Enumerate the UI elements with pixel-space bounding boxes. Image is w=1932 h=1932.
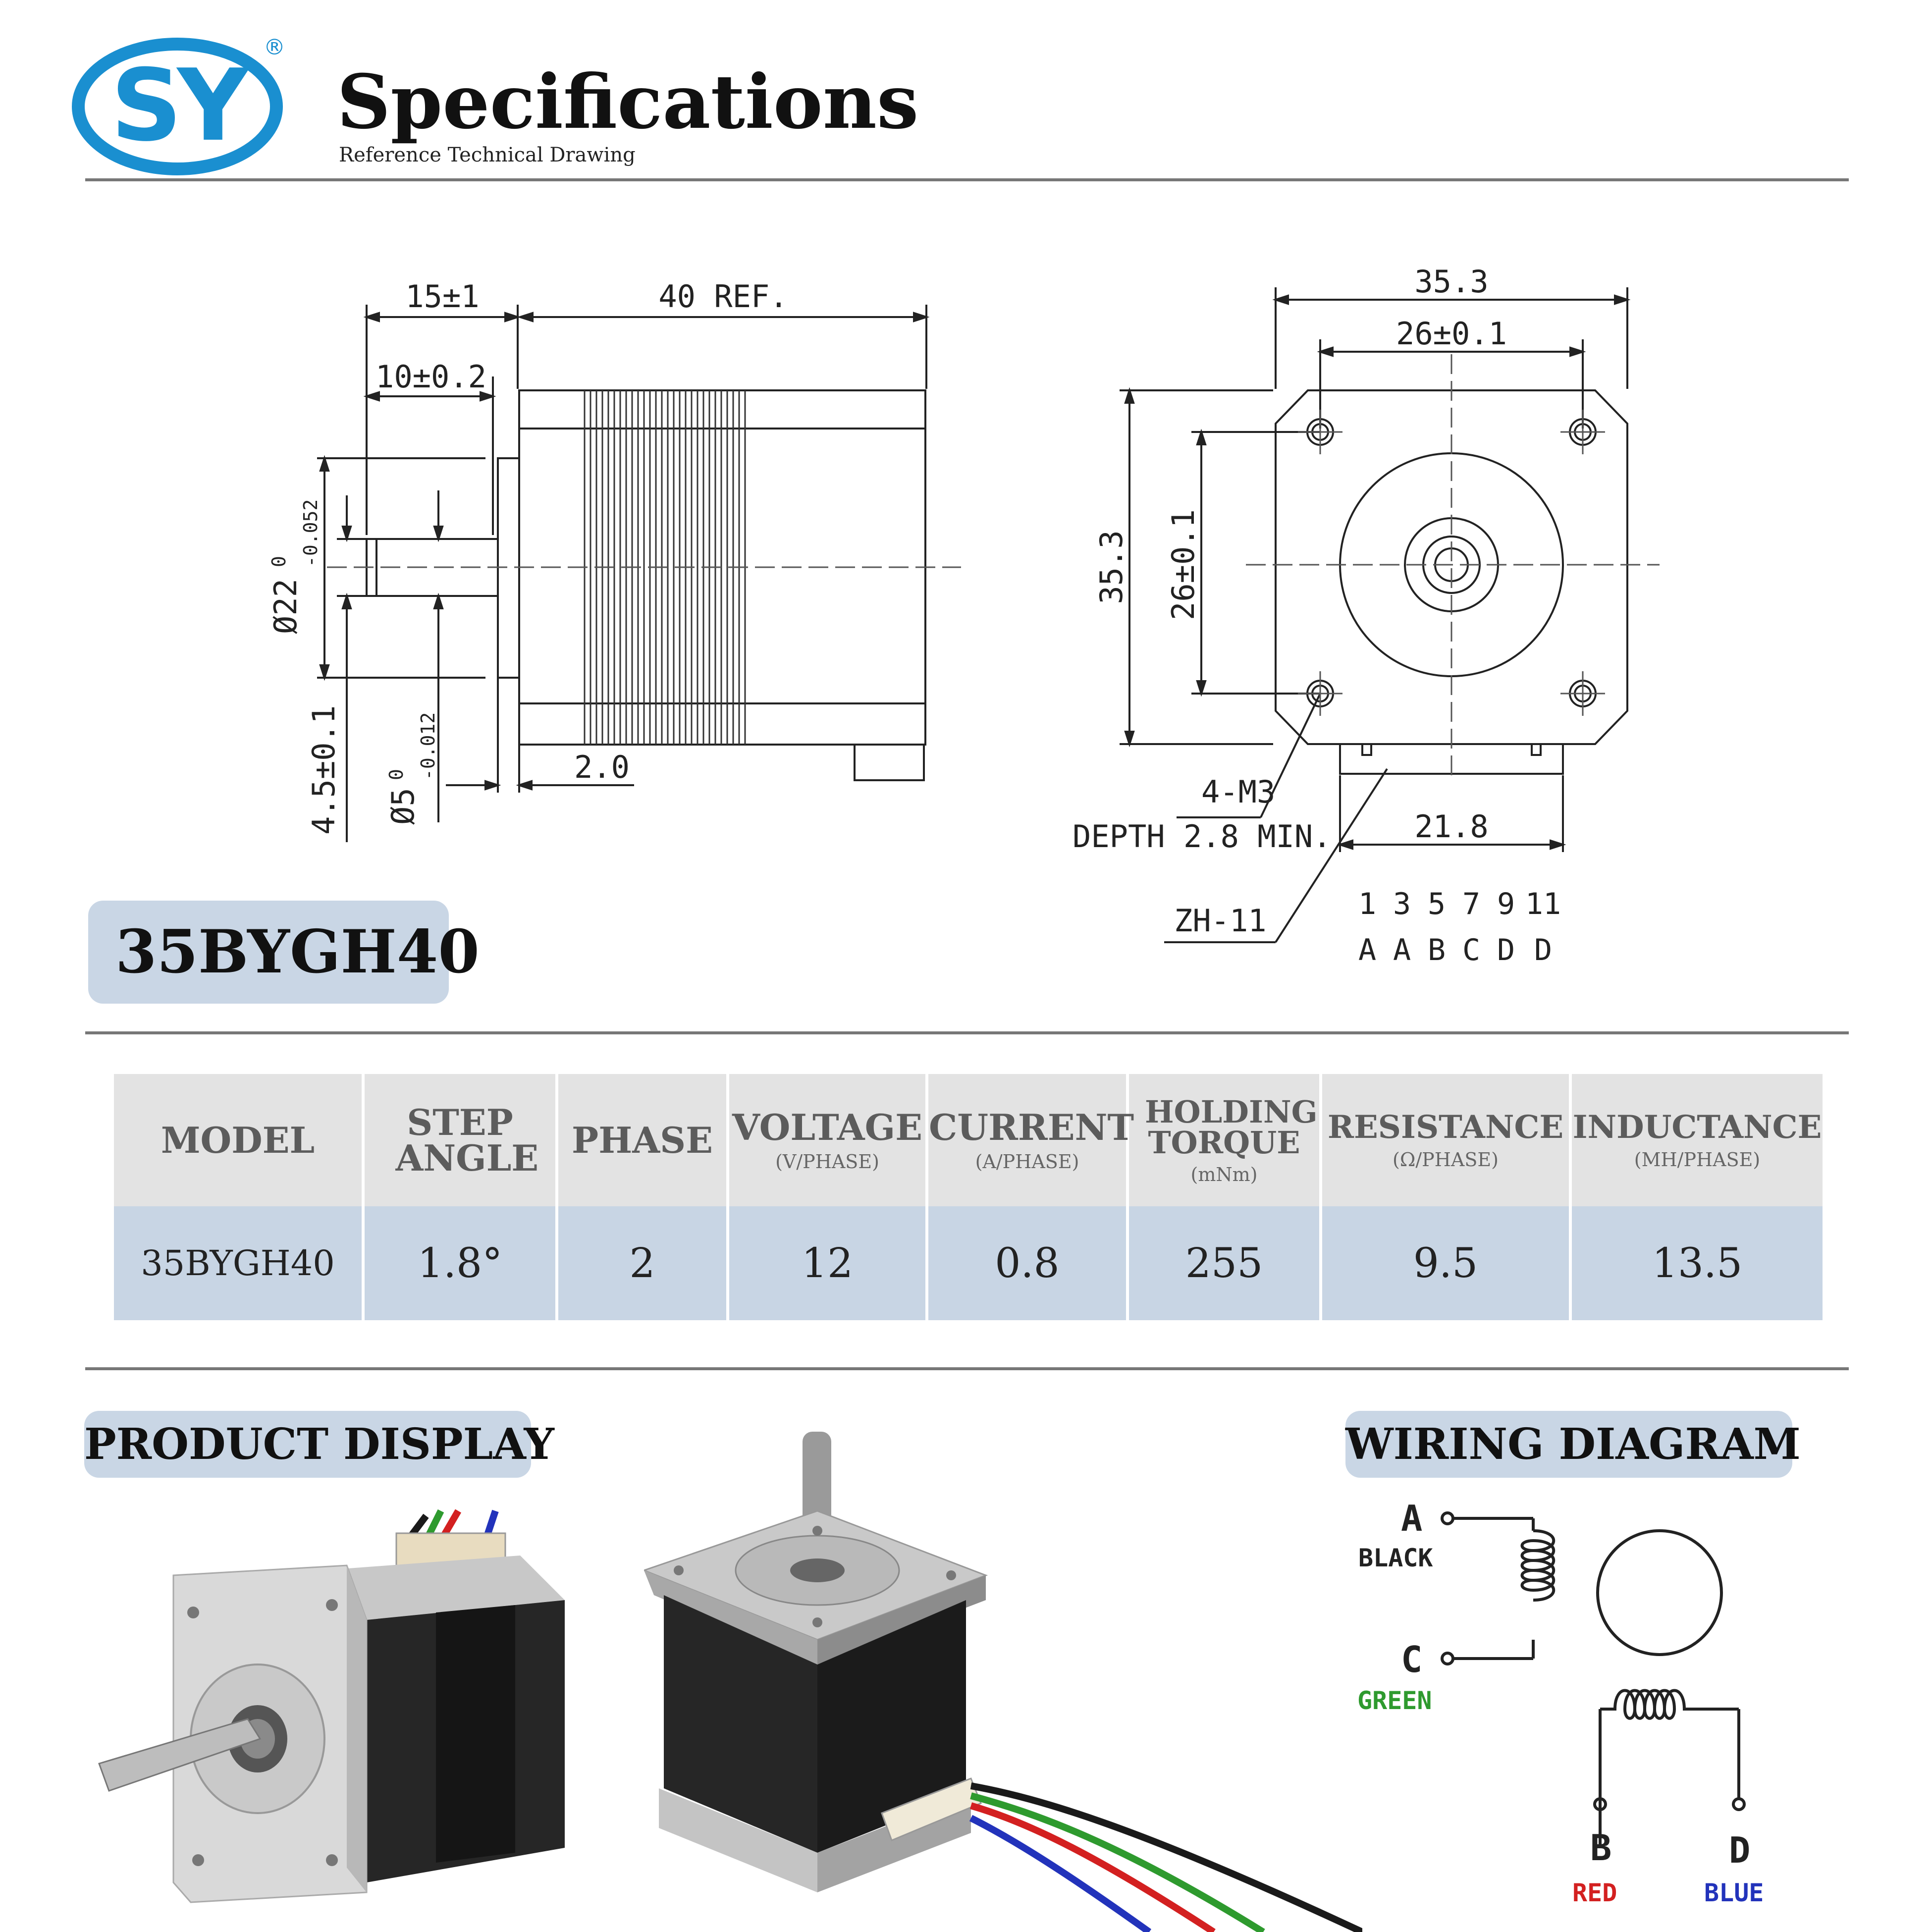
cell-holding-torque: 255 (1127, 1206, 1322, 1320)
wire-c-letter: C (1401, 1639, 1422, 1680)
dim-22-lower: -0.052 (300, 499, 322, 567)
svg-text:C: C (1462, 933, 1480, 967)
registered-mark: ® (264, 35, 285, 60)
cell-voltage: 12 (728, 1206, 928, 1320)
dim-45: 4.5±0.1 (306, 705, 342, 835)
pin-numbers: 1 3 5 7 9 11 (1358, 887, 1561, 921)
table-header-row: MODEL STEP ANGLE PHASE VOLTAGE(V/PHASE) … (114, 1074, 1825, 1206)
col-step-angle: STEP ANGLE (363, 1074, 558, 1206)
wire-b-letter: B (1590, 1827, 1611, 1869)
dim-22-upper: 0 (268, 556, 290, 567)
dim-5: Ø5 (385, 788, 421, 825)
cell-phase: 2 (557, 1206, 729, 1320)
side-view-drawing: 15±1 40 REF. 10±0.2 2.0 Ø22 0 -0.052 4.5… (268, 278, 961, 842)
cell-step-angle: 1.8° (363, 1206, 558, 1320)
col-model: MODEL (114, 1074, 365, 1206)
section-rule-1 (85, 1031, 1849, 1034)
product-display-label: PRODUCT DISPLAY (84, 1411, 554, 1478)
cell-model: 35BYGH40 (114, 1206, 365, 1320)
dim-10: 10±0.2 (376, 359, 486, 395)
brand-logo: SY ® (69, 35, 287, 178)
dim-5-upper: 0 (385, 769, 407, 780)
product-photo-angled (98, 1509, 565, 1903)
section-rule-2 (85, 1367, 1849, 1370)
col-inductance: INDUCTANCE(MH/PHASE) (1570, 1074, 1825, 1206)
dim-15: 15±1 (405, 278, 479, 315)
model-badge: 35BYGH40 (88, 901, 480, 1004)
spec-table: MODEL STEP ANGLE PHASE VOLTAGE(V/PHASE) … (114, 1074, 1825, 1320)
col-voltage: VOLTAGE(V/PHASE) (728, 1074, 928, 1206)
model-badge-text: 35BYGH40 (115, 917, 480, 987)
svg-text:D: D (1497, 933, 1515, 967)
dim-40: 40 REF. (658, 278, 788, 315)
svg-text:9: 9 (1497, 887, 1515, 921)
dim-26-top: 26±0.1 (1396, 316, 1507, 352)
pin-letters: A A B C D D (1358, 933, 1552, 967)
wiring-diagram-label: WIRING DIAGRAM (1345, 1411, 1801, 1478)
svg-text:D: D (1534, 933, 1552, 967)
dim-26-left: 26±0.1 (1165, 509, 1201, 620)
wiring-diagram: A BLACK C GREEN B RED D BLUE (1357, 1498, 1764, 1907)
dim-218: 21.8 (1414, 808, 1488, 845)
col-holding-torque: HOLDING TORQUE(mNm) (1127, 1074, 1322, 1206)
header-rule (85, 178, 1849, 181)
note-depth: DEPTH 2.8 MIN. (1073, 818, 1332, 855)
page-title: Specifications (337, 58, 919, 146)
svg-text:A: A (1393, 933, 1411, 967)
dim-353-left: 35.3 (1093, 530, 1129, 604)
wire-b-color: RED (1572, 1878, 1617, 1907)
wire-a-color: BLACK (1358, 1544, 1433, 1572)
dim-5-lower: -0.012 (417, 712, 439, 780)
dim-20: 2.0 (574, 749, 630, 785)
col-phase: PHASE (557, 1074, 729, 1206)
connector-label: ZH-11 (1174, 903, 1267, 939)
wire-c-color: GREEN (1357, 1686, 1432, 1715)
logo-text: SY (111, 48, 250, 163)
cell-resistance: 9.5 (1321, 1206, 1572, 1320)
dim-353-top: 35.3 (1414, 264, 1488, 300)
wire-a-letter: A (1401, 1498, 1422, 1539)
svg-text:B: B (1428, 933, 1446, 967)
col-resistance: RESISTANCE(Ω/PHASE) (1321, 1074, 1572, 1206)
cell-current: 0.8 (927, 1206, 1129, 1320)
table-row: 35BYGH40 1.8° 2 12 0.8 255 9.5 13.5 (114, 1206, 1825, 1320)
svg-text:3: 3 (1393, 887, 1411, 921)
page-subtitle: Reference Technical Drawing (339, 144, 636, 166)
cell-inductance: 13.5 (1570, 1206, 1825, 1320)
front-view-drawing: 35.3 26±0.1 35.3 26±0.1 4-M3 DEPTH 2.8 M… (1073, 264, 1660, 967)
dim-22: Ø22 (268, 579, 304, 634)
svg-text:7: 7 (1462, 887, 1480, 921)
svg-text:5: 5 (1428, 887, 1446, 921)
svg-text:A: A (1358, 933, 1376, 967)
svg-text:11: 11 (1525, 887, 1561, 921)
note-m3: 4-M3 (1201, 774, 1275, 810)
col-current: CURRENT(A/PHASE) (927, 1074, 1134, 1206)
wire-d-color: BLUE (1704, 1878, 1764, 1907)
product-photo-top (644, 1432, 1362, 1932)
wire-d-letter: D (1729, 1829, 1750, 1871)
svg-text:1: 1 (1358, 887, 1376, 921)
